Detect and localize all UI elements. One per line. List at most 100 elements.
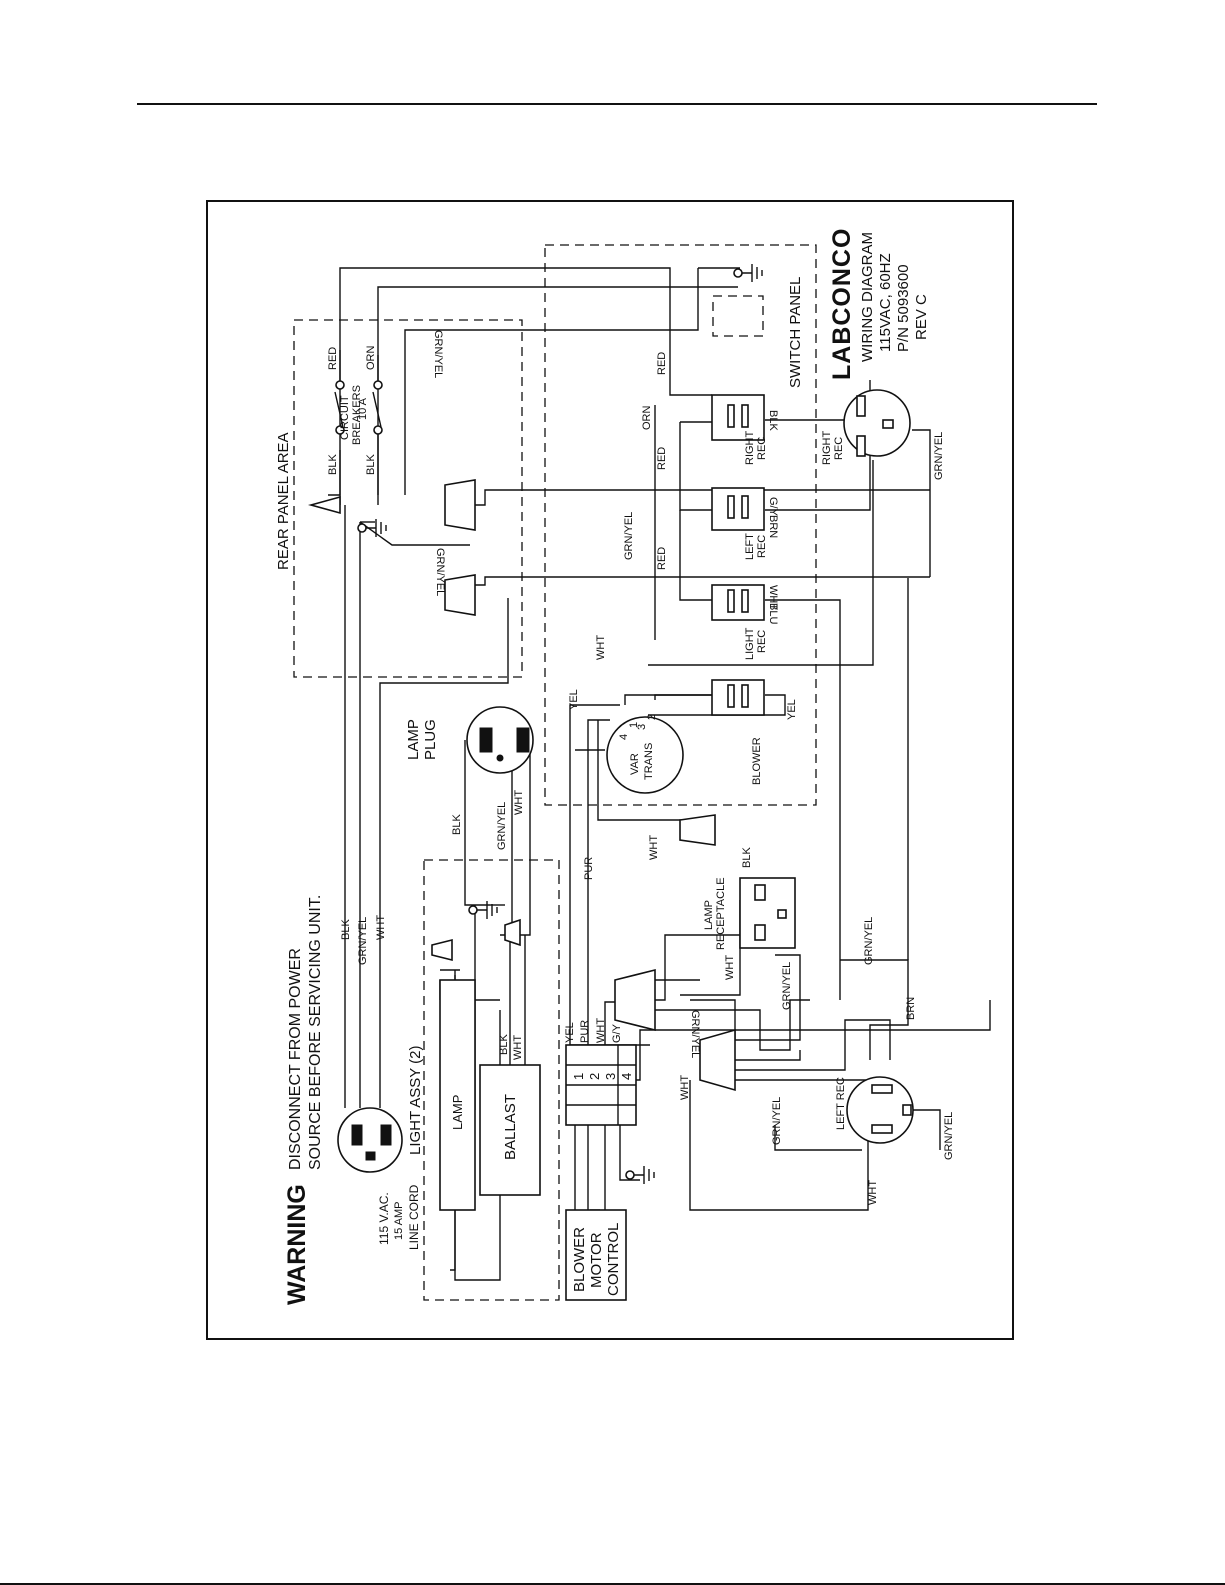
terminal-number-2: 2 [587,1073,602,1080]
switch-right-rec [711,394,765,441]
var-trans-pin-3: 3 [636,724,648,730]
wire-label-yel-sp: YEL [568,689,580,710]
connector-rear-grn-1 [444,479,476,531]
connector-lamp-receptacle [679,814,716,846]
blower-motor-control-label-1: BLOWER [571,1227,588,1292]
line-cord-label-1: 115 V.AC. [377,1192,391,1245]
wire-label-wht-cord: WHT [375,915,387,940]
var-trans-label-1: VAR [629,753,641,775]
labconco-logo: LABCONCO [828,228,856,380]
diagram-frame [206,200,1014,1340]
connector-rear-grn-2 [444,574,476,616]
wire-label-pur-mid: PUR [583,857,595,880]
wire-label-blu-right: BLU [767,603,779,624]
wire-label-wht-lower: WHT [679,1075,691,1100]
wire-label-gy-terminal: G/Y [611,1023,623,1043]
wire-label-pur-terminal: PUR [579,1020,591,1043]
left-rec-switch-label-2: REC [756,535,768,558]
warning-line-1: DISCONNECT FROM POWER [287,948,304,1170]
connector-terminal-upper [614,968,656,1032]
left-rec-outlet-label: LEFT REC [835,1077,847,1130]
connector-light-2 [504,918,521,947]
wire-label-brn-right: BRN [767,515,779,538]
var-trans-pin-2: 2 [646,714,658,720]
wire-label-grnyel-right-outlet: GRN/YEL [933,432,945,480]
wire-label-grnyel-sp: GRN/YEL [623,512,635,560]
line-cord-label-2: 15 AMP [393,1201,405,1240]
wire-label-wht-terminal: WHT [595,1018,607,1043]
wire-label-grnyel-left-2: GRN/YEL [943,1112,955,1160]
wire-label-wht-right: WHT [767,585,779,610]
ground-symbol-switch-panel [733,264,763,282]
wire-label-blk-breaker-1: BLK [327,454,339,475]
switch-light-rec [711,584,765,621]
title-line-3: P/N 5093600 [895,264,912,352]
wire-label-grnyel-left-1: GRN/YEL [771,1097,783,1145]
ground-symbol-motor-control [625,1166,655,1184]
connector-light-1 [431,938,453,962]
light-assy-area-border [423,859,560,1301]
terminal-number-4: 4 [619,1073,634,1080]
blower-motor-control-label-3: CONTROL [605,1223,622,1296]
right-rec-switch-label-1: RIGHT [744,431,756,466]
lamp-receptacle-outlet [739,877,796,949]
wire-label-wht-mid: WHT [648,835,660,860]
right-rec-outlet-label-1: RIGHT [821,431,833,466]
lamp-label: LAMP [450,1095,465,1130]
connector-terminal-lower [699,1028,736,1092]
warning-line-2: SOURCE BEFORE SERVICING UNIT. [307,895,324,1170]
left-rec-switch-label-1: LEFT [744,533,756,560]
wire-label-yel-blower: YEL [786,699,798,720]
title-line-1: WIRING DIAGRAM [859,232,876,362]
warning-word: WARNING [283,1184,311,1305]
line-cord-plug [337,1107,403,1173]
wire-label-orn-sp: ORN [641,406,653,431]
wire-label-blk-breaker-2: BLK [365,454,377,475]
wire-label-red-top: RED [656,352,668,375]
lamp-plug-label-1: LAMP [405,719,422,760]
rear-panel-area-border [293,319,523,678]
rear-panel-area-label: REAR PANEL AREA [275,432,292,570]
switch-left-rec [711,487,765,531]
wire-label-blk-cord: BLK [340,919,352,940]
wire-label-grnyel-lower: GRN/YEL [863,917,875,965]
wire-label-wht-lamp-plug: WHT [513,790,525,815]
blower-switch-label: BLOWER [751,737,763,785]
right-rec-outlet-label-2: REC [833,437,845,460]
ballast-box [479,1064,541,1196]
wire-label-wht-lamp-rec: WHT [724,955,736,980]
circuit-breakers-label-2: BREAKERS [351,385,363,445]
wire-label-wht-ballast: WHT [512,1035,524,1060]
wire-label-blk-lamp-plug: BLK [451,814,463,835]
title-line-2: 115VAC, 60HZ [877,253,894,352]
wire-label-wht-left-rec: WHT [867,1180,879,1205]
wire-label-grnyel-upside: GRN/YEL [689,1010,701,1058]
light-assy-area-label: LIGHT ASSY (2) [407,1046,424,1156]
wire-label-grnyel-lamp-rec: GRN/YEL [781,962,793,1010]
var-trans-pin-1: 1 [628,722,640,728]
title-line-4: REV C [913,294,930,340]
wire-label-grnyel-cord: GRN/YEL [357,917,369,965]
right-rec-switch-label-2: REC [756,437,768,460]
lamp-leads [450,970,456,1271]
blower-motor-control-label-2: MOTOR [588,1232,605,1288]
var-trans-pin-4: 4 [618,734,630,740]
wire-label-blk-ballast: BLK [498,1034,510,1055]
line-cord-label-3: LINE CORD [407,1184,421,1250]
wire-network [328,267,991,1281]
switch-panel-placeholder-box [712,295,764,337]
wire-label-yel-terminal: YEL [564,1022,576,1043]
var-trans-label-2: TRANS [643,743,655,780]
wire-label-red-mid: RED [656,447,668,470]
lamp-tube [439,979,476,1211]
wire-label-red-low: RED [656,547,668,570]
wire-label-grnyel-lamp-plug: GRN/YEL [496,802,508,850]
var-trans-circle [606,716,684,794]
wire-label-orn-breaker: ORN [365,346,377,371]
terminal-number-3: 3 [603,1073,618,1080]
wire-label-red-breaker: RED [327,347,339,370]
ballast-label: BALLAST [502,1094,519,1160]
lamp-receptacle-label-1: LAMP [703,900,715,930]
breaker-rating-label: 10 A [357,397,369,420]
